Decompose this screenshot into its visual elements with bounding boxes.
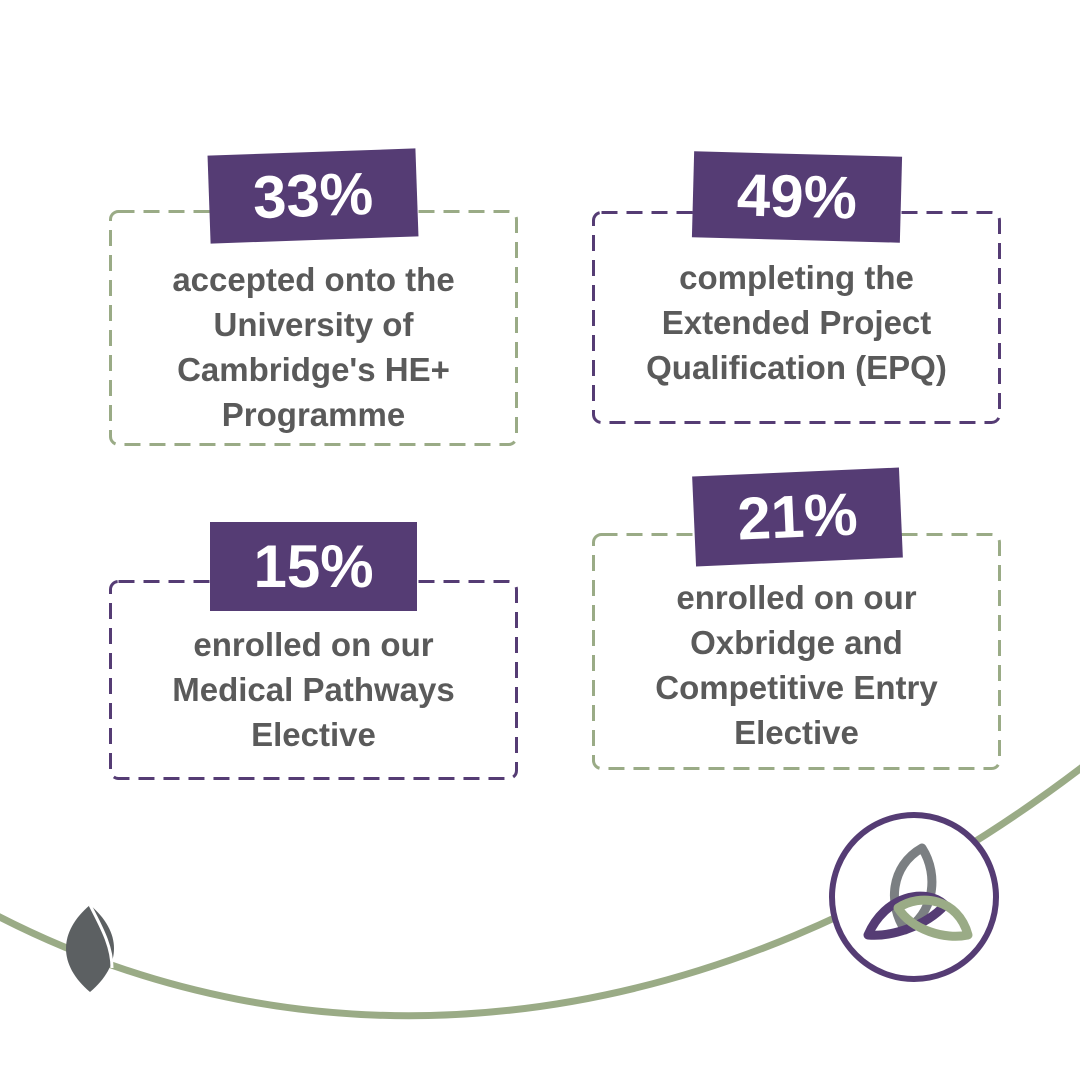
stat-value-badge: 49% xyxy=(691,151,903,243)
stat-card-3: enrolled on our Medical Pathways Electiv… xyxy=(109,580,518,780)
stat-description: enrolled on our Medical Pathways Electiv… xyxy=(172,626,455,753)
stat-card-2: completing the Extended Project Qualific… xyxy=(592,211,1001,424)
card-border xyxy=(109,210,518,446)
stat-card-4: enrolled on our Oxbridge and Competitive… xyxy=(592,533,1001,770)
stat-card-1: accepted onto the University of Cambridg… xyxy=(109,210,518,446)
card-border xyxy=(592,533,1001,770)
stat-description: accepted onto the University of Cambridg… xyxy=(172,261,455,433)
card-border xyxy=(592,211,1001,424)
stat-value-badge: 21% xyxy=(692,467,903,567)
stat-value-badge: 33% xyxy=(207,148,419,244)
leaf-icon xyxy=(66,904,114,992)
card-border xyxy=(109,580,518,780)
trinity-knot-logo-icon xyxy=(829,812,999,982)
stat-description: completing the Extended Project Qualific… xyxy=(646,259,947,386)
stat-description: enrolled on our Oxbridge and Competitive… xyxy=(655,579,938,751)
stat-value-badge: 15% xyxy=(210,522,417,611)
